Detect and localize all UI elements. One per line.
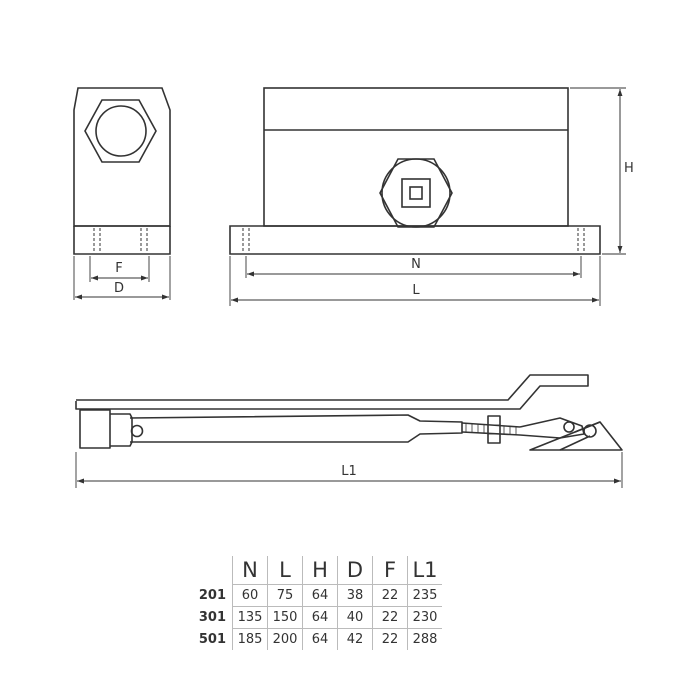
column-header: N: [232, 556, 268, 585]
model-number: 501: [198, 631, 226, 647]
link-pin-2: [583, 424, 597, 438]
arm-pivot-pin: [130, 424, 144, 438]
column-header: F: [372, 556, 408, 585]
end-view-body: [73, 87, 171, 227]
hexagon-nut: [84, 99, 157, 163]
table-cell: 22: [372, 628, 408, 650]
adjust-nut: [487, 415, 501, 444]
table-cell: 288: [407, 628, 442, 650]
table-cell: 235: [407, 584, 442, 607]
label-h: H: [624, 161, 634, 176]
arm-dim: [75, 452, 623, 488]
table-cell: 200: [267, 628, 303, 650]
column-header: L1: [407, 556, 442, 585]
arm-view: [75, 374, 623, 451]
table-cell: 75: [267, 584, 303, 607]
end-view: [73, 87, 171, 300]
table-cell: 150: [267, 606, 303, 629]
label-d: D: [114, 281, 124, 296]
hexagon-hole: [95, 105, 147, 157]
label-n: N: [411, 257, 421, 272]
table-row: 501 185 200 64 42 22 288: [178, 628, 442, 650]
front-hexagon-circle: [381, 158, 451, 228]
model-number: 201: [198, 588, 226, 603]
table-cell: 64: [302, 584, 338, 607]
end-view-base: [73, 226, 171, 255]
link-pin-1: [563, 421, 575, 433]
link-plate: [519, 417, 585, 439]
front-square-nut: [401, 178, 431, 208]
front-square-inner: [409, 186, 423, 200]
front-hexagon: [379, 158, 453, 228]
label-l: L: [412, 283, 420, 298]
table-cell: 64: [302, 606, 338, 629]
front-base-holes: [242, 228, 585, 252]
arm-hinge-block: [79, 409, 111, 449]
model-number: 301: [198, 610, 226, 625]
table-cell: 64: [302, 628, 338, 650]
column-header: H: [302, 556, 338, 585]
front-view-base: [229, 225, 601, 255]
lower-arm: [129, 414, 463, 443]
column-header: D: [337, 556, 373, 585]
front-view-body: [263, 87, 569, 227]
upper-arm: [75, 374, 589, 410]
table-row: 301 135 150 64 40 22 230: [178, 606, 442, 629]
dimension-table: N L H D F L1 201 60 75 64 38 22 235 301 …: [178, 556, 442, 650]
table-cell: 60: [232, 584, 268, 607]
table-corner: [178, 556, 233, 585]
table-cell: 185: [232, 628, 268, 650]
label-f: F: [115, 261, 122, 276]
shoe-bracket: [529, 421, 623, 451]
table-cell: 42: [337, 628, 373, 650]
end-view-ext-lines: [73, 256, 171, 300]
end-view-base-holes: [93, 228, 148, 252]
table-cell: 40: [337, 606, 373, 629]
label-l1: L1: [341, 464, 357, 479]
arm-clevis: [110, 413, 133, 447]
table-cell: 230: [407, 606, 442, 629]
front-ext-lines: [229, 87, 626, 306]
column-header: L: [267, 556, 303, 585]
table-header-row: N L H D F L1: [178, 556, 442, 585]
table-cell: 22: [372, 606, 408, 629]
table-cell: 135: [232, 606, 268, 629]
table-cell: 22: [372, 584, 408, 607]
front-view: [229, 87, 626, 306]
table-cell: 38: [337, 584, 373, 607]
table-row: 201 60 75 64 38 22 235: [178, 584, 442, 607]
